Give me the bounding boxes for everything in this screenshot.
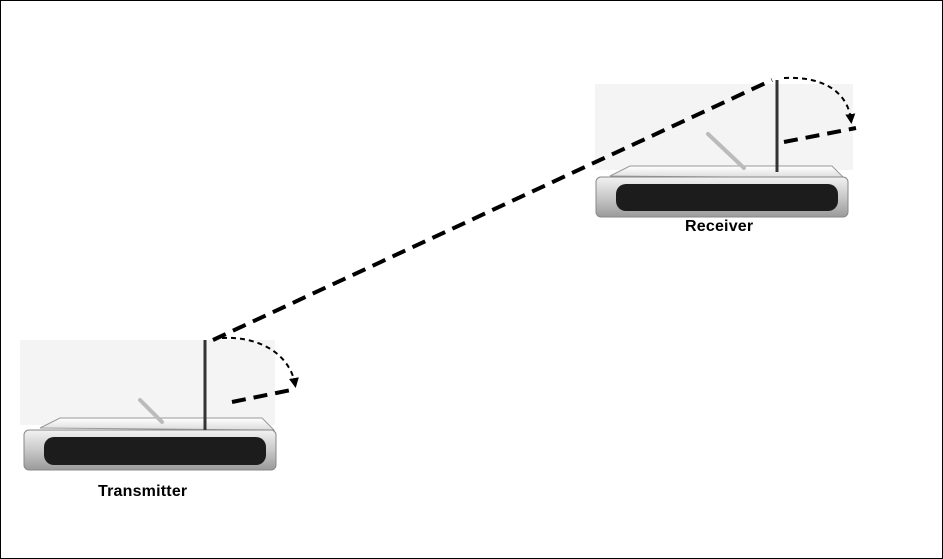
transmitter-shadow-backdrop bbox=[20, 340, 275, 425]
receiver-top bbox=[609, 165, 846, 179]
line-of-sight-link bbox=[212, 78, 773, 342]
transmitter-rotation-arrow bbox=[221, 336, 299, 388]
receiver-rotation-arrow bbox=[783, 76, 856, 124]
receiver-angle-line bbox=[783, 126, 857, 144]
receiver-front-panel bbox=[616, 184, 838, 211]
transmitter-label: Transmitter bbox=[98, 483, 188, 500]
transmitter-device bbox=[20, 340, 277, 471]
transmitter-antenna-secondary bbox=[138, 398, 164, 424]
receiver-device bbox=[595, 80, 853, 218]
receiver-shadow-backdrop bbox=[595, 84, 853, 170]
receiver-antenna-secondary bbox=[706, 132, 746, 170]
receiver-label: Receiver bbox=[685, 218, 754, 235]
transmitter-top bbox=[39, 417, 276, 431]
transmitter-front-panel bbox=[44, 437, 266, 465]
transmitter-angle-line bbox=[231, 387, 297, 404]
